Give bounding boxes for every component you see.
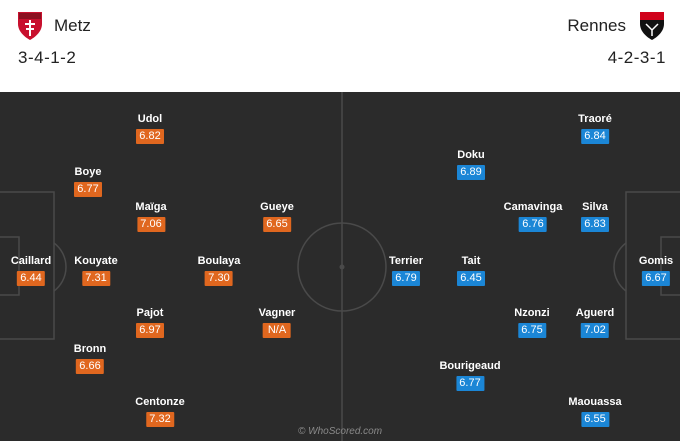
player-name: Pajot [136, 307, 164, 319]
player-card[interactable]: Bronn 6.66 [74, 343, 106, 374]
player-card[interactable]: Tait 6.45 [457, 255, 485, 286]
home-formation: 3-4-1-2 [18, 48, 77, 67]
player-card[interactable]: Vagner N/A [258, 307, 296, 338]
player-card[interactable]: Kouyate 7.31 [74, 255, 118, 286]
player-card[interactable]: Aguerd 7.02 [575, 307, 615, 338]
player-name: Traoré [578, 113, 612, 125]
player-rating: 6.83 [581, 217, 609, 232]
player-rating: 6.55 [580, 412, 609, 427]
player-card[interactable]: Boye 6.77 [74, 166, 102, 197]
player-rating: 6.84 [580, 129, 609, 144]
player-card[interactable]: Gomis 6.67 [639, 255, 673, 286]
player-rating: 6.82 [136, 129, 164, 144]
player-rating: 6.97 [136, 323, 164, 338]
player-rating: 6.45 [457, 271, 485, 286]
rennes-crest-icon [640, 12, 664, 40]
player-card[interactable]: Pajot 6.97 [136, 307, 164, 338]
player-name: Bronn [73, 343, 107, 355]
player-name: Aguerd [575, 307, 615, 319]
player-card[interactable]: Camavinga 6.76 [503, 201, 563, 232]
player-name: Gomis [638, 255, 674, 267]
player-name: Maouassa [568, 396, 622, 408]
player-name: Tait [461, 255, 481, 267]
away-formation: 4-2-3-1 [607, 48, 666, 67]
watermark: © WhoScored.com [298, 426, 383, 437]
player-name: Silva [582, 201, 608, 213]
player-card[interactable]: Gueye 6.65 [260, 201, 294, 232]
player-rating: 6.77 [74, 182, 102, 197]
player-rating: 6.75 [517, 323, 546, 338]
player-card[interactable]: Silva 6.83 [581, 201, 609, 232]
player-name: Doku [457, 149, 485, 161]
metz-crest-icon [18, 12, 42, 40]
player-name: Boye [74, 166, 102, 178]
player-name: Gueye [260, 201, 294, 213]
player-name: Nzonzi [514, 307, 550, 319]
player-rating: 6.79 [391, 271, 420, 286]
pitch: Caillard 6.44 Boye 6.77 Kouyate 7.31 Bro… [0, 92, 680, 441]
player-name: Camavinga [503, 201, 563, 213]
player-rating: 6.65 [262, 217, 291, 232]
player-name: Bourigeaud [439, 360, 501, 372]
player-rating: 7.06 [137, 217, 165, 232]
player-rating: N/A [263, 323, 291, 338]
player-rating: 7.30 [204, 271, 233, 286]
pitch-markings [0, 92, 680, 441]
player-name: Terrier [388, 255, 424, 267]
away-team-name: Rennes [567, 16, 626, 35]
player-card[interactable]: Udol 6.82 [136, 113, 164, 144]
player-name: Kouyate [74, 255, 118, 267]
player-name: Udol [137, 113, 163, 125]
player-rating: 6.77 [456, 376, 484, 391]
player-rating: 6.89 [457, 165, 485, 180]
player-card[interactable]: Terrier 6.79 [389, 255, 423, 286]
home-team-name: Metz [54, 16, 91, 35]
player-name: Maïga [135, 201, 167, 213]
player-rating: 6.67 [641, 271, 670, 286]
player-card[interactable]: Doku 6.89 [457, 149, 485, 180]
player-card[interactable]: Boulaya 7.30 [197, 255, 241, 286]
match-header: Metz 3-4-1-2 Rennes 4-2-3-1 [0, 0, 680, 92]
player-name: Vagner [258, 307, 296, 319]
player-card[interactable]: Traoré 6.84 [578, 113, 612, 144]
player-rating: 7.02 [581, 323, 609, 338]
player-rating: 6.76 [518, 217, 547, 232]
player-rating: 6.44 [16, 271, 45, 286]
player-rating: 6.66 [75, 359, 104, 374]
player-name: Caillard [10, 255, 52, 267]
player-name: Boulaya [197, 255, 241, 267]
player-rating: 7.32 [146, 412, 174, 427]
player-card[interactable]: Caillard 6.44 [11, 255, 51, 286]
player-card[interactable]: Maouassa 6.55 [568, 396, 622, 427]
player-name: Centonze [135, 396, 185, 408]
player-card[interactable]: Bourigeaud 6.77 [439, 360, 501, 391]
player-card[interactable]: Centonze 7.32 [135, 396, 185, 427]
player-card[interactable]: Nzonzi 6.75 [514, 307, 550, 338]
player-card[interactable]: Maïga 7.06 [135, 201, 167, 232]
player-rating: 7.31 [82, 271, 110, 286]
